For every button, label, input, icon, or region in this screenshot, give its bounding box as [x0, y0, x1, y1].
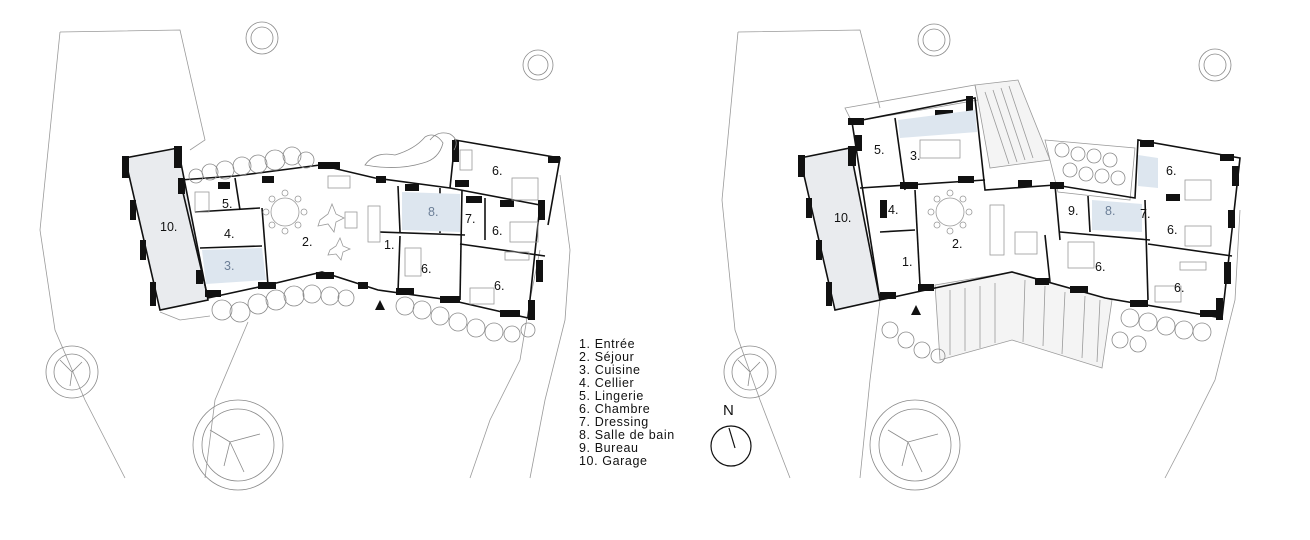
- room-label-2-6b: 6.: [1167, 223, 1177, 237]
- legend-item-2: 2. Séjour: [579, 350, 634, 364]
- room-label-5: 5.: [222, 197, 232, 211]
- fireplace: [327, 175, 351, 189]
- legend-item-10: 10. Garage: [579, 454, 648, 468]
- room-labels-1: 1. 2. 3. 4. 5. 6. 6. 6. 6. 7. 8. 10.: [160, 164, 504, 293]
- garage: [124, 147, 209, 311]
- kitchen-counter-2: [898, 110, 977, 138]
- dining-table: [262, 189, 308, 235]
- deck-frame: [844, 84, 979, 123]
- garage-2: [799, 147, 881, 311]
- legend-item-6: 6. Chambre: [579, 402, 650, 416]
- desk-2: [1179, 261, 1207, 271]
- bathroom-area: [402, 192, 460, 232]
- room-label-2-10: 10.: [834, 211, 851, 225]
- bed-2: [509, 221, 539, 243]
- room-label-6a: 6.: [492, 164, 502, 178]
- room-label-10: 10.: [160, 220, 177, 234]
- room-label-2-1: 1.: [902, 255, 912, 269]
- wall-piers-1: [178, 140, 560, 320]
- rug-star: [317, 202, 345, 233]
- north-terrace: [974, 79, 1051, 169]
- rug-star-2: [327, 237, 352, 261]
- room-label-2-3: 3.: [910, 149, 920, 163]
- room-label-2-4: 4.: [888, 203, 898, 217]
- bed-2a: [1184, 179, 1212, 201]
- shrubs-2: [881, 142, 1212, 364]
- room-label-2-6a: 6.: [1166, 164, 1176, 178]
- plan-2: 1. 2. 3. 4. 5. 6. 6. 6. 6. 7. 8. 9. 10.: [721, 23, 1241, 491]
- legend-item-8: 8. Salle de bain: [579, 428, 675, 442]
- room-label-2-8: 8.: [1105, 204, 1115, 218]
- counter: [194, 191, 210, 213]
- entrance-marker-2: [911, 305, 921, 315]
- bathroom-area-2a: [1092, 200, 1142, 232]
- room-label-2-9: 9.: [1068, 204, 1078, 218]
- garage-piers: [122, 146, 182, 306]
- rug-2: [1014, 231, 1038, 255]
- bed-2d: [1184, 225, 1212, 247]
- bed-2c: [1154, 285, 1182, 303]
- kitchen-area: [202, 248, 266, 284]
- room-label-2-6c: 6.: [1095, 260, 1105, 274]
- kitchen-island: [919, 139, 961, 159]
- plan-1: 1. 2. 3. 4. 5. 6. 6. 6. 6. 7. 8. 10.: [39, 21, 571, 491]
- legend-item-5: 5. Lingerie: [579, 389, 644, 403]
- room-label-6b: 6.: [492, 224, 502, 238]
- bed-1: [511, 177, 539, 201]
- room-label-2-5: 5.: [874, 143, 884, 157]
- trees-1: [45, 21, 554, 491]
- dining-table-2: [927, 189, 973, 235]
- wall-piers-2: [848, 96, 1239, 320]
- room-label-2: 2.: [302, 235, 312, 249]
- bed-4: [404, 247, 422, 277]
- compass-circle: [710, 425, 752, 467]
- legend-item-1: 1. Entrée: [579, 337, 635, 351]
- legend-item-3: 3. Cuisine: [579, 363, 641, 377]
- bed-2b: [1067, 241, 1095, 269]
- room-label-6c: 6.: [421, 262, 431, 276]
- coffee-table: [344, 211, 358, 229]
- bed-3: [469, 287, 495, 305]
- room-label-2-2: 2.: [952, 237, 962, 251]
- terrace-boards: [949, 85, 1101, 363]
- compass-north-label: N: [723, 402, 734, 419]
- desk: [504, 251, 530, 261]
- entrance-marker: [375, 300, 385, 310]
- site-outline-2: [721, 29, 1241, 479]
- room-label-8: 8.: [428, 205, 438, 219]
- trees-2: [723, 23, 1232, 491]
- room-label-2-7: 7.: [1140, 207, 1150, 221]
- north-compass: N: [710, 402, 752, 467]
- room-label-1: 1.: [384, 238, 394, 252]
- legend-item-4: 4. Cellier: [579, 376, 634, 390]
- room-label-4: 4.: [224, 227, 234, 241]
- bathroom-area-2b: [1138, 155, 1158, 188]
- room-labels-2: 1. 2. 3. 4. 5. 6. 6. 6. 6. 7. 8. 9. 10.: [834, 143, 1184, 295]
- room-label-3: 3.: [224, 259, 234, 273]
- sofa-2: [989, 204, 1005, 256]
- room-label-7: 7.: [465, 212, 475, 226]
- bath-fixture: [459, 149, 473, 171]
- legend: 1. Entrée 2. Séjour 3. Cuisine 4. Cellie…: [579, 337, 675, 468]
- room-label-2-6d: 6.: [1174, 281, 1184, 295]
- room-label-6d: 6.: [494, 279, 504, 293]
- site-outline: [39, 29, 571, 479]
- sofa: [367, 205, 381, 243]
- compass-needle: [728, 427, 736, 449]
- gravel-patio: [1044, 139, 1136, 201]
- legend-item-7: 7. Dressing: [579, 415, 649, 429]
- shrubs-1: [188, 132, 536, 343]
- legend-item-9: 9. Bureau: [579, 441, 639, 455]
- garage-piers-2: [798, 146, 856, 306]
